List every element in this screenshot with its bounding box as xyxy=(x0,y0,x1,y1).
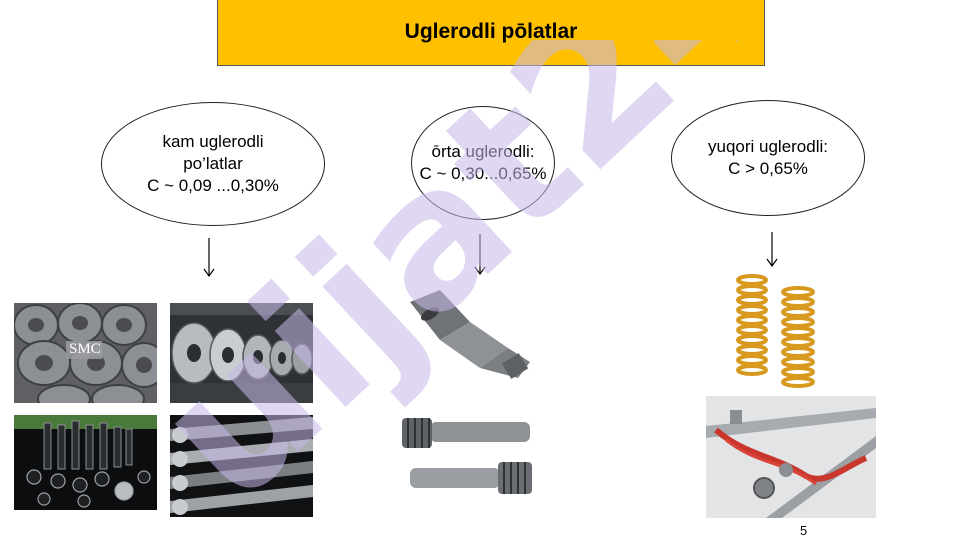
low-carbon-ellipse: kam uglerodli po’latlar C ~ 0,09 ...0,30… xyxy=(101,102,325,226)
title-box: Uglerodli pōlatlar xyxy=(217,0,765,66)
smc-stamp: SMC xyxy=(69,341,101,357)
steel-coils-photo xyxy=(170,303,313,403)
page-number: 5 xyxy=(800,523,808,538)
wire-coils-photo: SMC xyxy=(14,303,157,403)
springs-photo xyxy=(730,270,825,390)
low-carbon-label: kam uglerodli po’latlar C ~ 0,09 ...0,30… xyxy=(147,132,279,195)
high-carbon-ellipse: yuqori uglerodli: C > 0,65% xyxy=(671,100,865,216)
slide-title: Uglerodli pōlatlar xyxy=(404,20,578,43)
arrow-down-icon xyxy=(766,232,778,268)
steel-bars-photo xyxy=(170,415,313,517)
arrow-down-icon xyxy=(203,238,215,278)
gear-shafts-photo xyxy=(400,410,535,505)
bolts-photo xyxy=(14,415,157,510)
shaft-part-photo xyxy=(400,282,535,382)
medium-carbon-label: ōrta uglerodli: C ~ 0,30...0,65% xyxy=(419,142,547,183)
arrow-down-icon xyxy=(474,234,486,276)
suspension-photo xyxy=(706,396,876,518)
medium-carbon-ellipse: ōrta uglerodli: C ~ 0,30...0,65% xyxy=(411,106,555,220)
high-carbon-label: yuqori uglerodli: C > 0,65% xyxy=(707,137,828,178)
